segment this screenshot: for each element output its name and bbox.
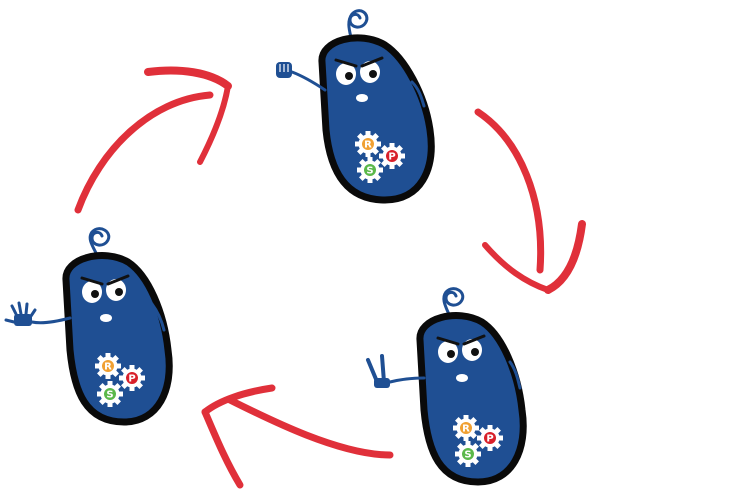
flagellum-spiral (442, 287, 465, 324)
arrow-top-to-right (474, 108, 586, 294)
svg-text:R: R (364, 140, 372, 151)
svg-text:R: R (104, 362, 112, 373)
gear-s-icon: S (356, 156, 384, 184)
mouth (356, 94, 368, 102)
fist-icon (276, 62, 292, 78)
svg-text:P: P (128, 374, 135, 385)
arrow-right-to-left (201, 384, 394, 489)
svg-text:R: R (462, 424, 470, 435)
paper-hand-icon (4, 301, 37, 326)
svg-text:S: S (106, 390, 113, 401)
bacterium-right: R P S (366, 287, 527, 486)
flagellum-spiral (88, 227, 111, 264)
flagellum-spiral (347, 9, 369, 44)
bacterium-top: R P S (276, 9, 435, 204)
gear-r-icon: R (354, 130, 382, 158)
svg-text:S: S (464, 450, 471, 461)
svg-text:P: P (486, 434, 493, 445)
gear-p-icon: P (378, 142, 406, 170)
svg-text:P: P (388, 152, 395, 163)
svg-text:S: S (366, 166, 373, 177)
bacterium-left: R P S (4, 227, 173, 426)
arrow-left-to-top (74, 66, 232, 214)
scissors-hand-icon (366, 354, 390, 388)
